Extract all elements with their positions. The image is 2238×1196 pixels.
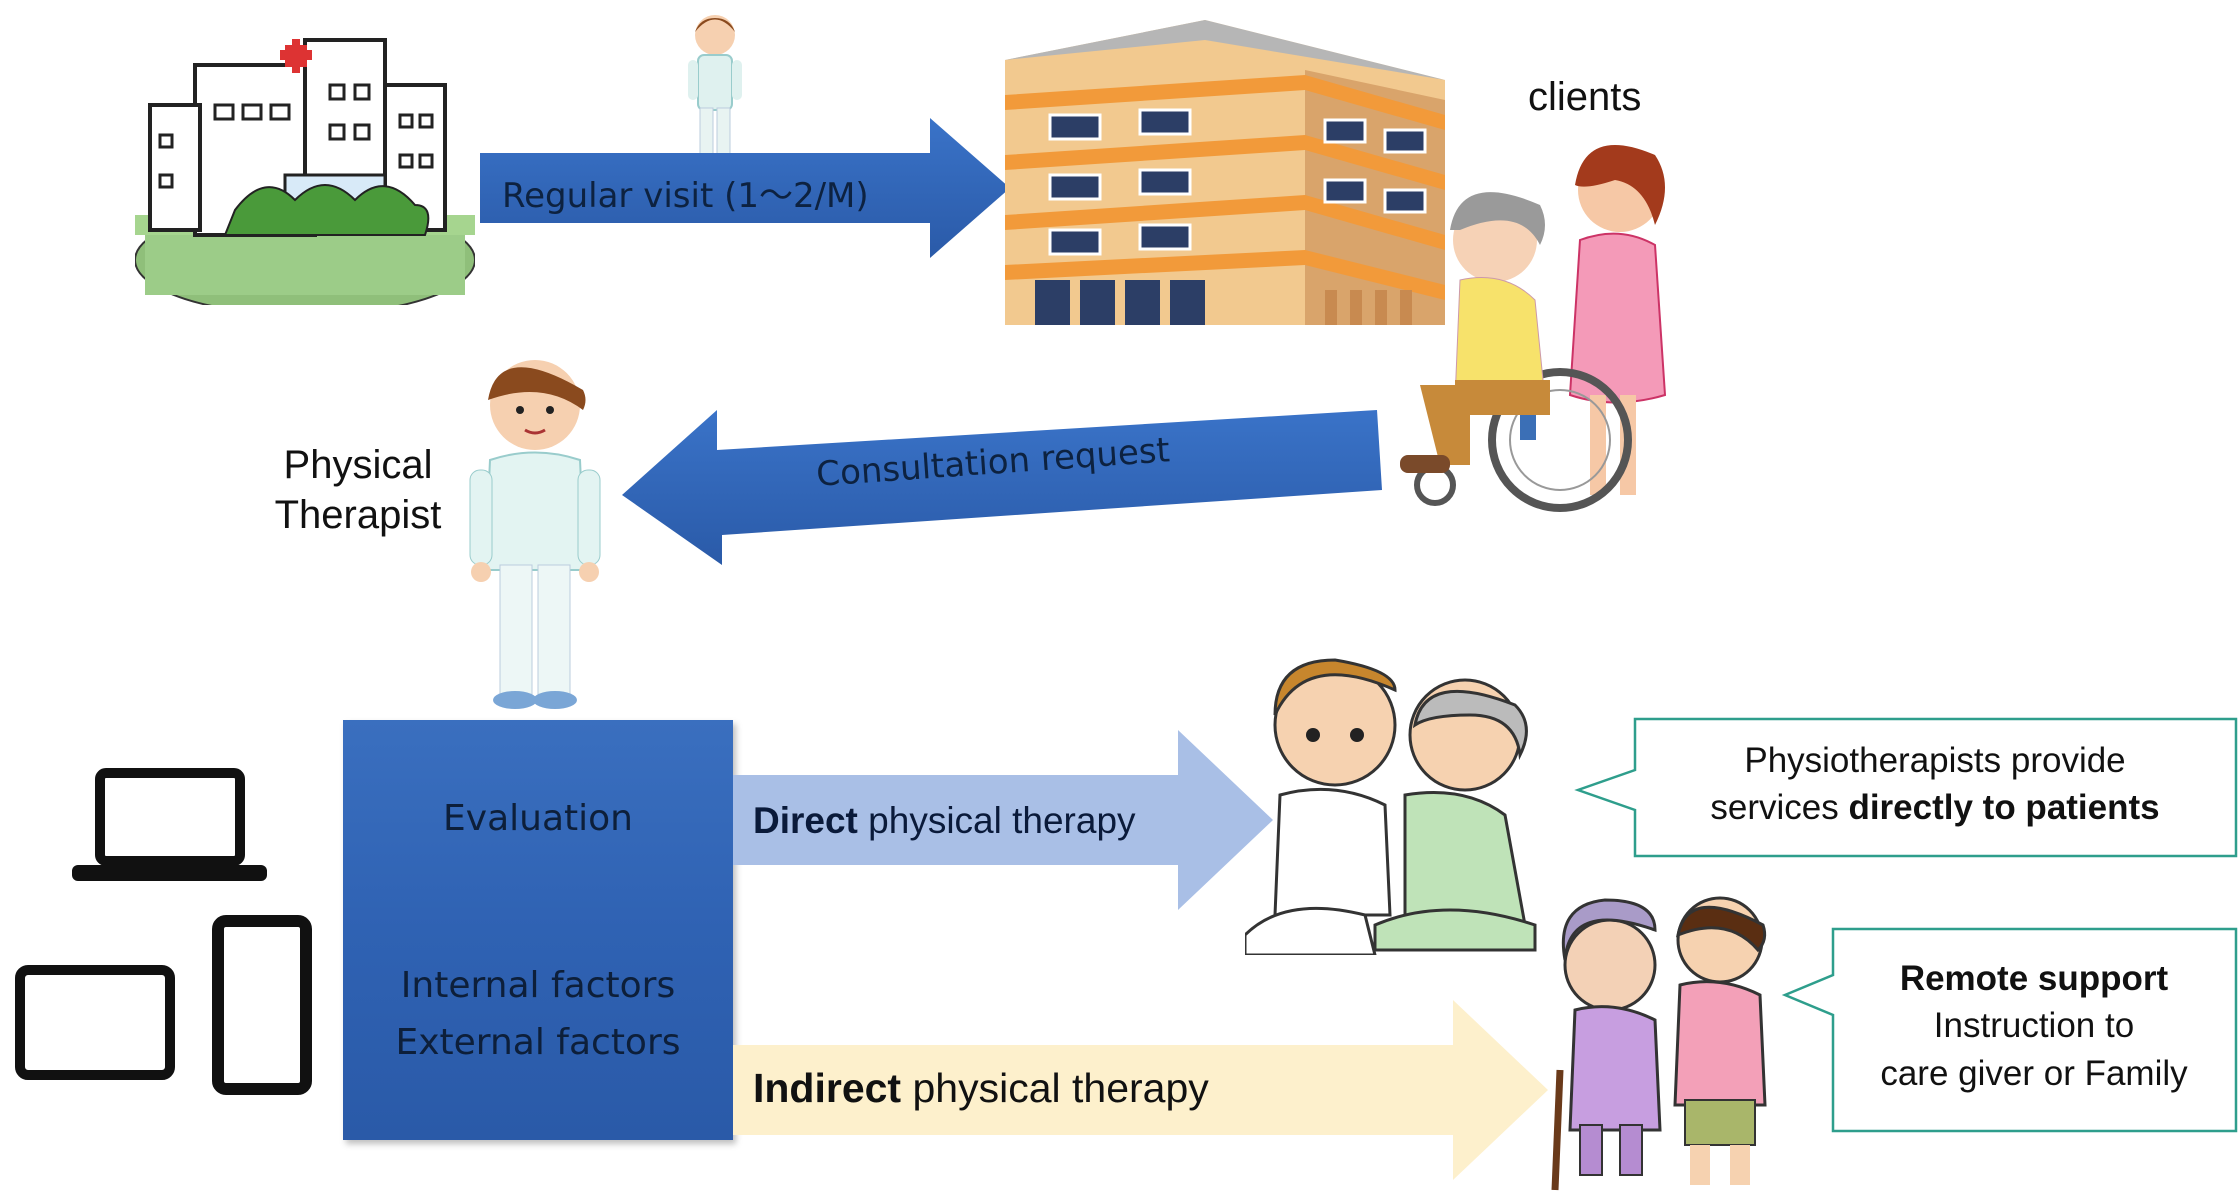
indirect-therapy-arrow: [733, 1000, 1548, 1180]
direct-rest-text: physical therapy: [857, 800, 1136, 841]
physical-therapist-label: Physical Therapist: [258, 440, 458, 540]
direct-bold-word: Direct: [753, 800, 858, 841]
physical-therapist-line2: Therapist: [274, 493, 442, 537]
direct-callout-bold: directly to patients: [1848, 788, 2160, 828]
internal-factors-label: Internal factors: [400, 965, 676, 1006]
family-helping-elder-icon: [1551, 896, 1767, 1191]
external-factors-label: External factors: [395, 1022, 681, 1063]
evaluation-title: Evaluation: [443, 798, 633, 839]
tablet-icon: [15, 965, 175, 1080]
consultation-request-arrow: [622, 410, 1382, 565]
indirect-rest-text: physical therapy: [901, 1065, 1209, 1111]
direct-callout-line1: Physiotherapists provide: [1744, 741, 2126, 780]
remote-callout-line2: Instruction to: [1933, 1006, 2135, 1046]
laptop-icon: [72, 768, 267, 881]
indirect-therapy-label: Indirect physical therapy: [753, 1065, 1209, 1112]
remote-callout-text: Remote support Instruction to care giver…: [1835, 955, 2233, 1097]
direct-therapy-label: Direct physical therapy: [753, 800, 1136, 842]
client-wheelchair-icon: [1400, 145, 1667, 512]
care-facility-icon: [1005, 20, 1445, 325]
small-therapist-icon: [688, 15, 742, 169]
physical-therapist-line1: Physical: [283, 443, 433, 487]
indirect-bold-word: Indirect: [753, 1065, 902, 1111]
direct-callout-line2: services: [1710, 788, 1849, 828]
hospital-icon: [135, 38, 475, 305]
direct-therapy-arrow: [733, 730, 1273, 910]
regular-visit-label: Regular visit (1〜2/M): [502, 176, 869, 216]
regular-visit-arrow: [480, 118, 1010, 258]
direct-callout-text: Physiotherapists provide services direct…: [1640, 737, 2230, 832]
smartphone-icon: [212, 915, 312, 1095]
therapist-helping-patient-icon: [1245, 658, 1537, 955]
remote-callout-shape: [1781, 927, 2238, 1133]
clients-label: clients: [1528, 75, 1642, 119]
remote-callout-title: Remote support: [1899, 959, 2169, 998]
direct-callout-shape: [1574, 717, 2238, 858]
physical-therapist-icon: [469, 360, 601, 709]
evaluation-box: Evaluation Internal factors External fac…: [343, 720, 733, 1140]
remote-callout-line3: care giver or Family: [1880, 1053, 2188, 1093]
